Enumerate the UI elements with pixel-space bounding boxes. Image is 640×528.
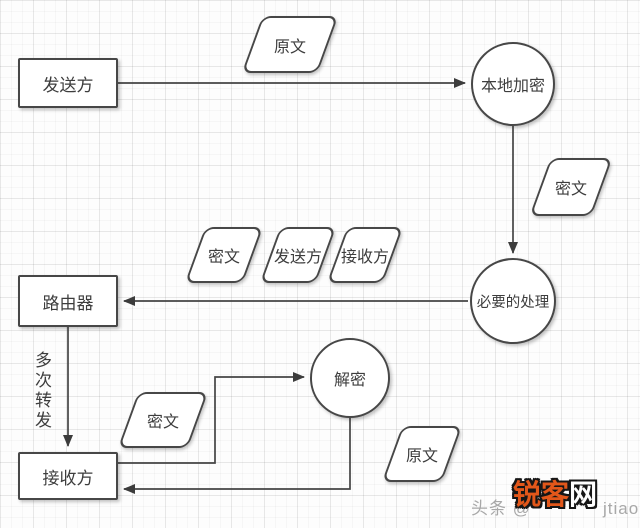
watermark-handle-prefix: 头条 @ — [471, 499, 531, 518]
watermark-logo-part1: 锐客 — [513, 479, 570, 510]
node-ciphertext-bottom-label: 密文 — [146, 414, 179, 431]
watermark-handle-suffix: jtiao — [602, 499, 640, 518]
edge-label-multi-forward: 多次转发 — [32, 351, 51, 431]
node-local-encryption-label: 本地加密 — [480, 78, 545, 95]
node-plaintext-top: 原文 — [241, 16, 339, 73]
node-ciphertext-right: 密文 — [529, 158, 613, 216]
node-receiver-mid-label: 接收方 — [340, 249, 389, 266]
node-decryption-label: 解密 — [333, 372, 366, 389]
node-sender: 发送方 — [18, 58, 118, 108]
node-plaintext-bottom: 原文 — [381, 426, 463, 482]
node-sender-mid-label: 发送方 — [273, 249, 322, 266]
node-sender-mid: 发送方 — [259, 227, 337, 283]
node-decryption: 解密 — [310, 338, 390, 418]
node-ciphertext-right-label: 密文 — [554, 181, 587, 198]
watermark-logo-part2: 网 — [569, 479, 598, 510]
edge-receiver-to-decryption — [118, 372, 305, 464]
node-necessary-processing: 必要的处理 — [470, 258, 556, 344]
node-plaintext-top-label: 原文 — [273, 38, 306, 56]
watermark-handle: 头条 @ jtiao — [471, 494, 639, 519]
node-ciphertext-bottom: 密文 — [117, 392, 209, 448]
node-receiver-mid: 接收方 — [326, 227, 404, 283]
node-ciphertext-mid: 密文 — [184, 227, 264, 283]
watermark-logo: 锐客网 — [513, 479, 597, 511]
node-receiver-label: 接收方 — [42, 468, 94, 488]
edge-decryption-to-receiver — [123, 418, 351, 494]
node-receiver: 接收方 — [18, 452, 118, 500]
node-necessary-processing-label: 必要的处理 — [476, 294, 550, 311]
node-local-encryption: 本地加密 — [471, 42, 555, 126]
node-sender-label: 发送方 — [42, 75, 94, 95]
node-router: 路由器 — [18, 275, 118, 327]
node-ciphertext-mid-label: 密文 — [207, 249, 240, 266]
node-router-label: 路由器 — [42, 293, 94, 313]
node-plaintext-bottom-label: 原文 — [405, 448, 438, 465]
